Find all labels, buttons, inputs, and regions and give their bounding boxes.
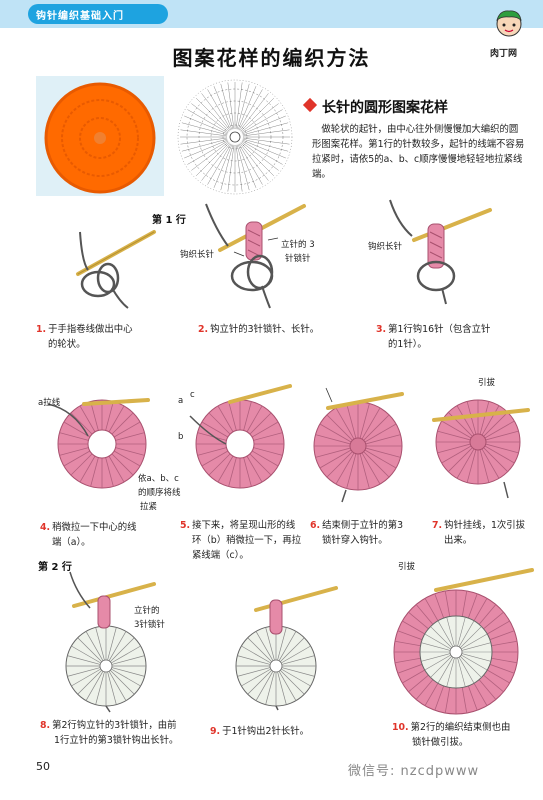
- brand-name: 肉丁网: [490, 49, 518, 59]
- section-intro: 做轮状的起针，由中心往外侧慢慢加大编织的圆形图案花样。第1行的针数较多，起针的线…: [312, 124, 525, 180]
- label-order-1: 依a、b、c: [138, 474, 179, 484]
- crochet-circle-photo: [44, 82, 156, 194]
- step2-illustration: [205, 203, 306, 309]
- step8-illustration: [65, 571, 156, 713]
- stitch-chart-diagram: [177, 79, 293, 195]
- label-chain3-1: 立针的 3: [281, 240, 315, 250]
- step-caption-6: 6.结束侧于立针的第3 锁针穿入钩针。: [310, 520, 404, 546]
- label-hook-dc-1: 钩织长针: [180, 250, 215, 260]
- page-title: 图案花样的编织方法: [172, 46, 371, 70]
- page-number: 50: [36, 760, 50, 773]
- label-slip-7: 引拔: [478, 378, 496, 388]
- row1-label: 第 1 行: [152, 215, 186, 226]
- label-chain3-2: 针锁针: [285, 254, 311, 264]
- label-chain3-8a: 立针的: [134, 606, 160, 616]
- step-caption-1: 1.于手指卷线做出中心 的轮状。: [36, 324, 133, 350]
- step-caption-9: 9.于1针钩出2针长针。: [210, 726, 310, 737]
- step-caption-8: 8.第2行钩立针的3针锁针，由前 1行立针的第3锁针钩出长针。: [40, 720, 179, 746]
- step-caption-7: 7.钩针挂线，1次引拔 出来。: [432, 520, 526, 546]
- row2-label: 第 2 行: [38, 562, 72, 573]
- step-caption-10: 10.第2行的编织结束侧也由 锁针做引拔。: [392, 722, 511, 748]
- series-title: 钩针编织基础入门: [36, 11, 124, 22]
- label-b: b: [178, 432, 184, 442]
- step10-illustration: [393, 568, 534, 715]
- label-hook-dc-2: 钩织长针: [368, 242, 403, 252]
- header-tab: [28, 4, 168, 24]
- step4-illustration: [47, 398, 150, 489]
- step5-illustration: [189, 384, 292, 489]
- step6-illustration: [313, 387, 404, 503]
- label-slip-10: 引拔: [398, 562, 416, 572]
- label-pull-a: a拉线: [38, 398, 61, 408]
- label-order-3: 拉紧: [140, 502, 158, 512]
- step1-illustration: [76, 230, 156, 309]
- label-c: c: [190, 390, 195, 400]
- label-order-2: 的顺序将线: [138, 488, 181, 498]
- step7-illustration: [432, 399, 530, 499]
- label-chain3-8b: 3针锁针: [134, 620, 165, 630]
- mascot-icon: [496, 10, 522, 37]
- step-caption-5: 5.接下来，将呈现山形的线 环（b）稍微拉一下，再拉 紧线端（c）。: [180, 520, 302, 561]
- step3-illustration: [389, 199, 492, 305]
- step-caption-3: 3.第1行钩16针（包含立针 的1针）。: [376, 324, 491, 350]
- label-a: a: [178, 396, 184, 406]
- section-bullet-icon: [302, 97, 318, 113]
- step-caption-4: 4.稍微拉一下中心的线 端（a）。: [40, 522, 137, 548]
- wechat-id: 微信号: nzcdpwww: [348, 764, 480, 779]
- step9-illustration: [235, 586, 338, 711]
- section-title: 长针的圆形图案花样: [322, 100, 448, 116]
- step-caption-2: 2.钩立针的3针锁针、长针。: [198, 324, 320, 335]
